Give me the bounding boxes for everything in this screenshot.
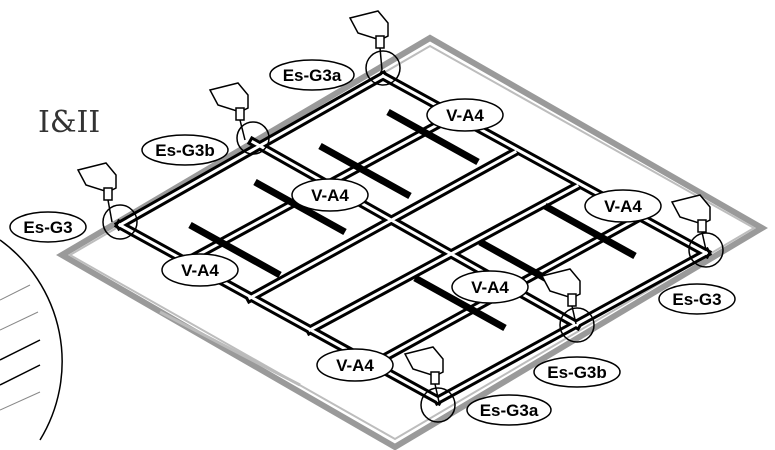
callout-va4-center: V-A4	[291, 178, 369, 212]
label-va4-top-right: V-A4	[446, 106, 484, 125]
cross-members	[188, 108, 637, 332]
callout-es-g3a-top: Es-G3a	[269, 59, 355, 91]
callout-es-g3b-left: Es-G3b	[141, 134, 229, 166]
label-es-g3a-bottom: Es-G3a	[480, 401, 539, 420]
callout-va4-mid-low: V-A4	[451, 270, 529, 304]
callout-es-g3-right: Es-G3	[658, 283, 736, 315]
label-es-g3-left: Es-G3	[23, 218, 72, 237]
label-es-g3b-left: Es-G3b	[155, 141, 215, 160]
callout-es-g3-left: Es-G3	[9, 211, 87, 243]
label-es-g3a-top: Es-G3a	[283, 66, 342, 85]
drill-icon	[76, 162, 117, 223]
label-va4-left: V-A4	[181, 261, 219, 280]
callout-va4-bottom: V-A4	[316, 348, 394, 382]
label-es-g3b-right: Es-G3b	[547, 363, 607, 382]
label-va4-right: V-A4	[604, 197, 642, 216]
label-va4-bottom: V-A4	[336, 356, 374, 375]
screw-markers	[102, 50, 724, 423]
drill-icon	[348, 10, 389, 71]
drill-icon	[208, 82, 249, 141]
callout-va4-top-right: V-A4	[426, 98, 504, 132]
step-title: I&II	[38, 105, 100, 140]
detail-circle	[0, 239, 63, 441]
drill-icon	[403, 346, 444, 403]
label-va4-center: V-A4	[311, 186, 349, 205]
label-es-g3-right: Es-G3	[672, 290, 721, 309]
drill-icon	[670, 194, 711, 251]
callout-es-g3b-right: Es-G3b	[533, 356, 621, 388]
callout-va4-left: V-A4	[161, 253, 239, 287]
callout-va4-right: V-A4	[584, 189, 662, 223]
drill-icon	[540, 268, 581, 325]
callout-es-g3a-bottom: Es-G3a	[466, 394, 552, 426]
label-va4-mid-low: V-A4	[471, 278, 509, 297]
